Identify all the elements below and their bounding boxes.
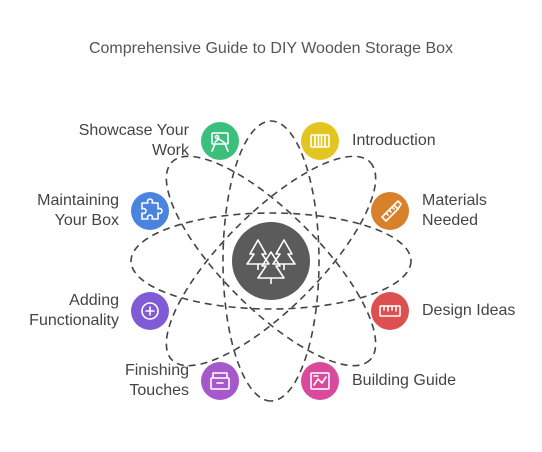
node-design-ideas (371, 292, 409, 330)
label-design-ideas: Design Ideas (422, 301, 515, 321)
plus-circle-icon (141, 302, 159, 320)
label-line: Work (151, 142, 189, 159)
label-line: Your Box (54, 212, 119, 229)
trees-icon (246, 239, 296, 284)
label-line: Building Guide (352, 372, 457, 389)
node-building-guide (301, 362, 339, 400)
node-circle (201, 122, 239, 160)
orbit-ellipse (165, 155, 377, 367)
orbit-ellipse (130, 212, 412, 310)
label-line: Showcase Your (78, 122, 189, 139)
node-circle (301, 122, 339, 160)
node-introduction (301, 122, 339, 160)
label-line: Materials (422, 192, 487, 209)
center-node (232, 222, 310, 300)
center-circle (232, 222, 310, 300)
node-maintaining-your-box (131, 192, 169, 230)
orbit-ellipse (222, 120, 320, 402)
label-line: Touches (129, 382, 189, 399)
ruler-icon (379, 305, 401, 317)
puzzle-icon (141, 198, 163, 220)
easel-icon (211, 132, 229, 152)
label-introduction: Introduction (352, 131, 436, 151)
label-line: Functionality (29, 312, 119, 329)
diagram-title: Comprehensive Guide to DIY Wooden Storag… (88, 40, 454, 57)
node-materials-needed (371, 192, 409, 230)
label-line: Introduction (352, 132, 436, 149)
node-circle (371, 292, 409, 330)
drawer-icon (210, 372, 230, 390)
saw-icon (381, 200, 402, 222)
node-circle (201, 362, 239, 400)
label-line: Design Ideas (422, 302, 516, 319)
barn-door-icon (310, 134, 330, 148)
label-line: Finishing (124, 362, 189, 379)
label-line: Needed (422, 212, 479, 229)
orbit-ellipse (165, 155, 377, 367)
node-showcase-your-work (201, 122, 239, 160)
node-circle (131, 192, 169, 230)
node-adding-functionality (131, 292, 169, 330)
label-line: Adding (69, 292, 119, 309)
blueprint-icon (310, 372, 330, 390)
label-building-guide: Building Guide (352, 371, 456, 391)
orbit-ellipses (130, 120, 412, 402)
node-finishing-touches (201, 362, 239, 400)
label-line: Maintaining (37, 192, 119, 209)
